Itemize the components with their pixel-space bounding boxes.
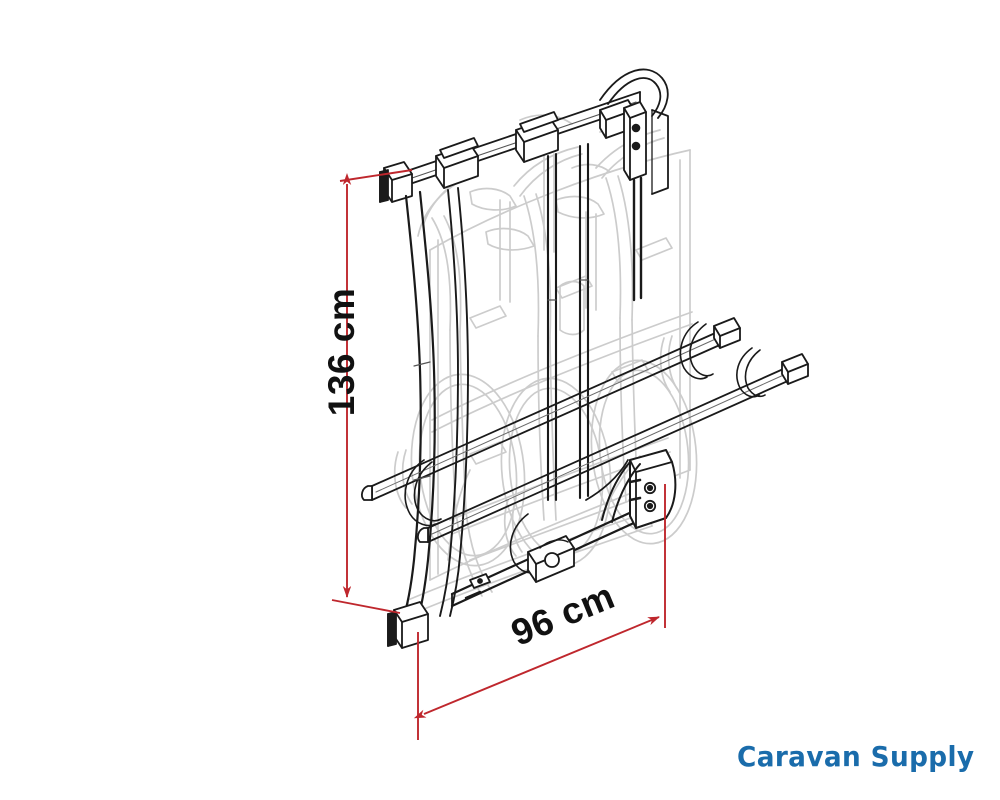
extension-line-top <box>339 169 413 182</box>
dimension-diagonal-96cm <box>413 484 666 740</box>
bike-carrier-structure <box>361 68 809 649</box>
dimension-line-diagonal <box>413 616 660 719</box>
caravan-supply-logo: Caravan Supply <box>737 740 975 773</box>
dimension-label-height: 136 cm <box>321 287 362 417</box>
extension-line-bottom <box>331 599 401 614</box>
dimension-vertical-136cm <box>331 169 413 614</box>
